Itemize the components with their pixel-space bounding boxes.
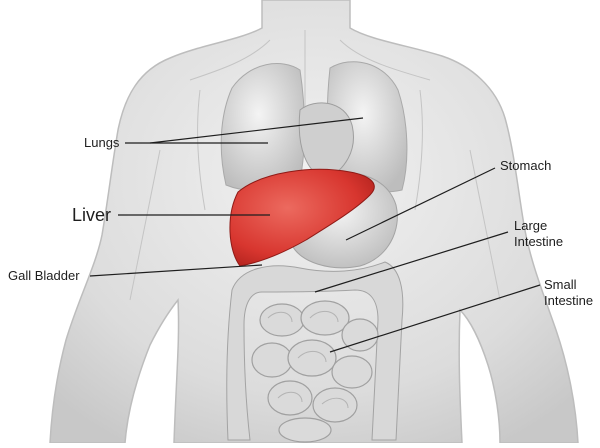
label-small-intestine-line2: Intestine — [544, 293, 593, 309]
label-lungs: Lungs — [84, 135, 119, 151]
label-large-intestine: Large Intestine — [514, 218, 563, 250]
label-stomach: Stomach — [500, 158, 551, 174]
label-large-intestine-line2: Intestine — [514, 234, 563, 250]
label-small-intestine-line1: Small — [544, 277, 593, 293]
label-gall-bladder: Gall Bladder — [8, 268, 80, 284]
label-small-intestine: Small Intestine — [544, 277, 593, 309]
label-liver: Liver — [72, 205, 111, 225]
label-large-intestine-line1: Large — [514, 218, 563, 234]
